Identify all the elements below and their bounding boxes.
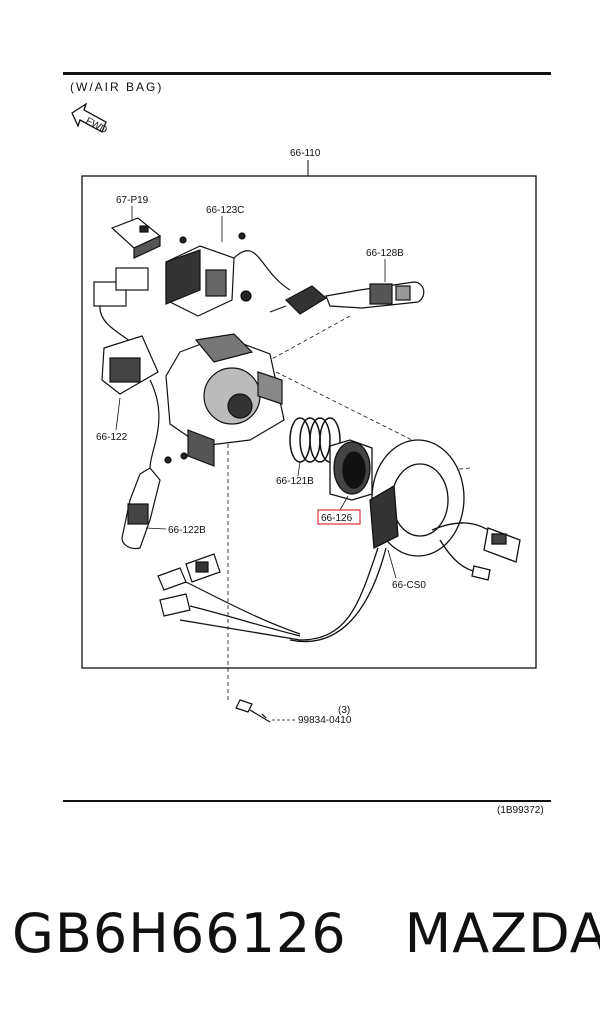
label-67-p19: 67-P19 — [116, 195, 149, 206]
wiper-lever-66-128b — [269, 281, 425, 315]
label-66-122: 66-122 — [96, 432, 128, 443]
label-screw-qty: (3) — [338, 705, 350, 716]
fwd-label: FWD — [84, 116, 109, 136]
top-rule — [63, 72, 551, 75]
label-66-123c: 66-123C — [206, 205, 244, 216]
label-66-110: 66-110 — [290, 148, 321, 159]
guide-lines — [227, 315, 471, 700]
clock-spring-66-cs0 — [179, 439, 521, 643]
caption-air-bag: (W/AIR BAG) — [70, 80, 164, 94]
connector-67-p19 — [110, 217, 162, 259]
label-66-cs0: 66-CS0 — [392, 580, 426, 591]
label-66-126: 66-126 — [321, 513, 353, 524]
label-66-122b: 66-122B — [168, 525, 206, 536]
switch-66-123c — [165, 232, 291, 317]
turn-signal-lever-66-122b — [121, 452, 188, 550]
highlight-box-66-126 — [317, 509, 361, 525]
fwd-arrow-icon: FWD — [71, 102, 109, 136]
cancel-cam-66-126 — [329, 439, 373, 501]
part-number: GB6H66126 — [12, 902, 347, 965]
combination-switch-body — [165, 333, 285, 467]
reference-code: (1B99372) — [497, 805, 544, 816]
brand-name: MAZDA — [404, 902, 600, 965]
assembly-frame — [81, 175, 537, 669]
label-66-128b: 66-128B — [366, 248, 404, 259]
part-number-title: GB6H66126 MAZDA — [12, 902, 600, 965]
screw-icon — [235, 699, 271, 723]
headlight-switch-66-122 — [93, 267, 160, 469]
label-66-121b: 66-121B — [276, 476, 314, 487]
bottom-rule — [63, 800, 551, 802]
lower-connectors — [157, 553, 301, 637]
label-99834-0410: 99834-0410 — [298, 715, 352, 726]
